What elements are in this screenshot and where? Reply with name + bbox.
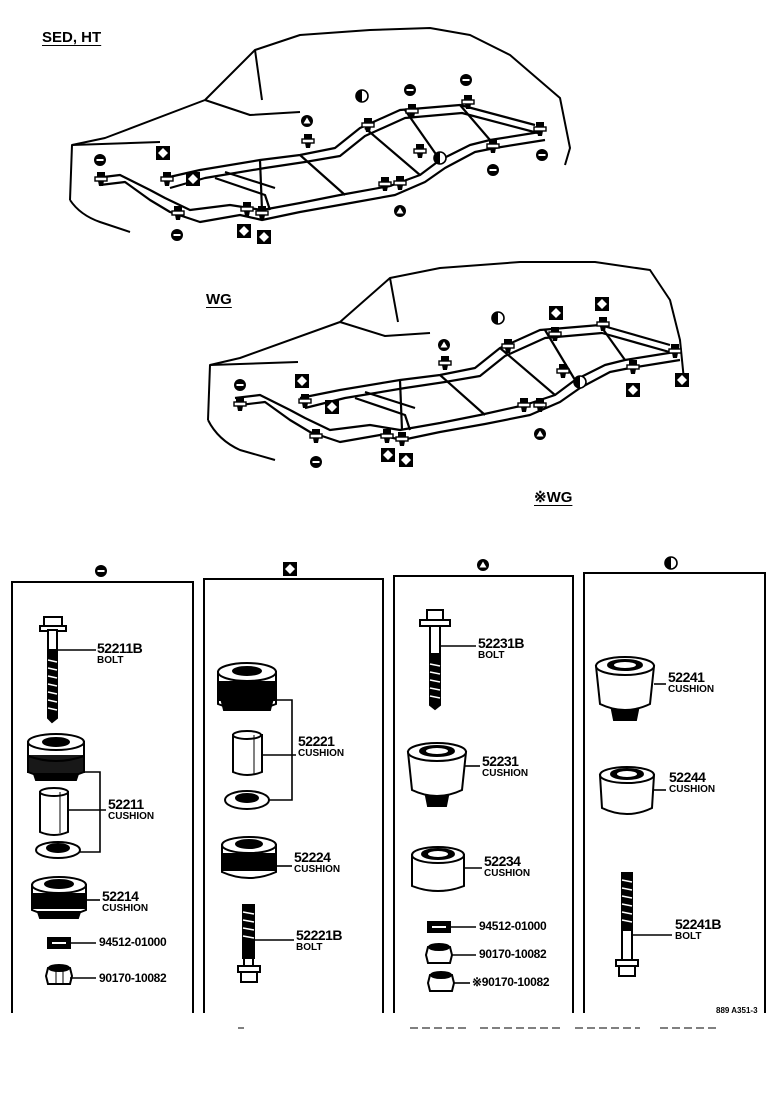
- part-desc: CUSHION: [102, 903, 149, 914]
- part-number: 52211: [108, 796, 144, 812]
- part-number: 52234: [484, 853, 521, 869]
- part-number: 52231B: [478, 635, 525, 651]
- bolt-52241b-drawing: [615, 872, 639, 977]
- part-desc: CUSHION: [669, 784, 716, 795]
- washer-52211-drawing: [35, 841, 81, 859]
- part-number: 52221B: [296, 927, 343, 943]
- part-number: 52231: [482, 753, 519, 769]
- col3-leaders: [440, 645, 482, 984]
- part-desc: CUSHION: [484, 868, 531, 879]
- callout-symbols-wg: [234, 297, 689, 468]
- frame-sed-ht: [94, 103, 546, 224]
- footer-code: 889 A351-3: [716, 1006, 758, 1015]
- car-body-wg: [207, 261, 685, 461]
- col4-leaders: [632, 683, 672, 936]
- washer-94512-col3-drawing: [427, 921, 451, 933]
- col4-drawings: [594, 656, 656, 977]
- cushion-52234-drawing: [411, 846, 465, 892]
- spacer-52211-drawing: [39, 787, 69, 836]
- part-number: 52214: [102, 888, 139, 904]
- cushion-52224-drawing: [221, 836, 277, 879]
- nut-90170-col1-drawing: [44, 964, 74, 985]
- cushion-52214-drawing: [31, 876, 87, 919]
- washer-94512-col1-drawing: [47, 937, 71, 949]
- section-label-sed-ht: SED, HT: [42, 29, 102, 46]
- col3-drawings: [406, 609, 468, 992]
- bolt-52221b-drawing: [237, 904, 261, 983]
- col2-leaders: [254, 699, 296, 941]
- part-desc: CUSHION: [108, 811, 155, 822]
- col1-leaders: [58, 649, 106, 979]
- cushion-52211-upper-drawing: [27, 733, 85, 781]
- bolt-52211b-drawing: [39, 616, 67, 724]
- cushion-52244-drawing: [598, 766, 656, 815]
- part-desc: CUSHION: [294, 864, 341, 875]
- part-number: 52221: [298, 733, 335, 749]
- nut-90170-star-col3-drawing: [426, 971, 456, 992]
- part-desc: BOLT: [478, 650, 505, 661]
- part-number: 90170-10082: [479, 947, 547, 961]
- col1-drawings: [27, 616, 87, 985]
- section-label-wg: WG: [206, 291, 232, 308]
- part-number: 52244: [669, 769, 706, 785]
- part-desc: BOLT: [675, 931, 702, 942]
- part-desc: BOLT: [296, 942, 323, 953]
- bolt-52231b-drawing: [419, 609, 451, 711]
- spacer-52221-drawing: [232, 730, 263, 776]
- part-number: 52241: [668, 669, 705, 685]
- washer-52221-drawing: [224, 790, 270, 810]
- part-number: 94512-01000: [479, 919, 547, 933]
- car-body-sed-ht: [69, 27, 571, 233]
- nut-90170-col3-drawing: [424, 943, 454, 964]
- part-desc: BOLT: [97, 655, 124, 666]
- cushion-52231-drawing: [406, 742, 468, 807]
- part-number: 52224: [294, 849, 331, 865]
- part-number: 52211B: [97, 640, 143, 656]
- frame-wg: [234, 323, 681, 444]
- part-number: 52241B: [675, 916, 722, 932]
- part-number: ※90170-10082: [472, 975, 550, 989]
- cushion-52241-drawing: [594, 656, 656, 721]
- column-frames: [11, 572, 766, 1013]
- part-desc: CUSHION: [668, 684, 715, 695]
- cushion-52221-upper-drawing: [217, 662, 277, 711]
- part-number: 94512-01000: [99, 935, 167, 949]
- section-label-star-wg: ※WG: [534, 489, 573, 506]
- part-number: 90170-10082: [99, 971, 167, 985]
- col2-drawings: [217, 662, 277, 983]
- part-desc: CUSHION: [482, 768, 529, 779]
- part-desc: CUSHION: [298, 748, 345, 759]
